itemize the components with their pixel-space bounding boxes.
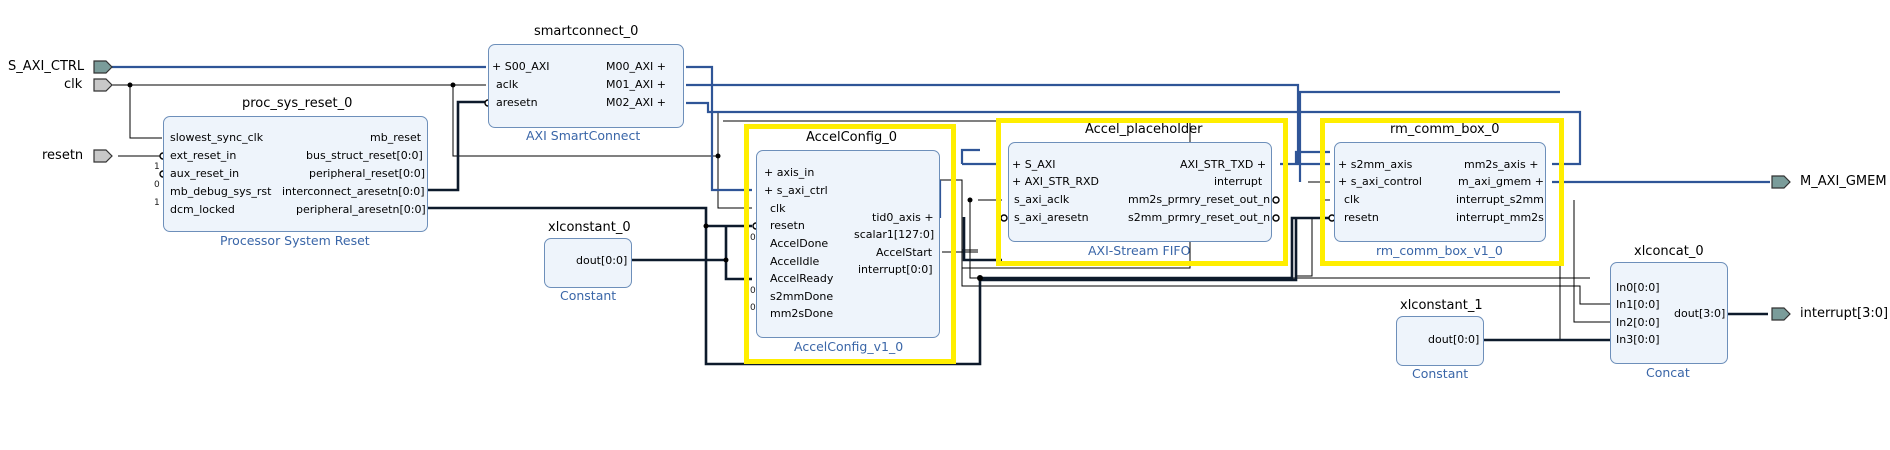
- proc-sys-reset-block[interactable]: [163, 116, 428, 232]
- xlconcat-instance-name: xlconcat_0: [1634, 244, 1704, 259]
- smartconnect-pin-s00-axi[interactable]: + S00_AXI: [492, 60, 550, 73]
- xlconstant0-subtitle: Constant: [560, 288, 617, 303]
- xlconcat-pin-in3[interactable]: In3[0:0]: [1616, 333, 1660, 346]
- accelconfig-pin-resetn[interactable]: resetn: [770, 219, 805, 232]
- accelconfig-subtitle: AccelConfig_v1_0: [794, 339, 904, 354]
- port-arrow-icon: [93, 60, 113, 74]
- rm-comm-box-pin-resetn[interactable]: resetn: [1344, 211, 1379, 224]
- xlconstant1-instance-name: xlconstant_1: [1400, 298, 1483, 313]
- rm-comm-box-pin-interrupt-s2mm[interactable]: interrupt_s2mm: [1456, 193, 1544, 206]
- port-resetn[interactable]: resetn: [42, 148, 84, 163]
- proc-sys-reset-subtitle: Processor System Reset: [220, 233, 370, 248]
- accel-placeholder-pin-interrupt[interactable]: interrupt: [1214, 175, 1263, 188]
- accelconfig-block[interactable]: [756, 150, 940, 338]
- psr-pin-peripheral-aresetn[interactable]: peripheral_aresetn[0:0]: [296, 203, 426, 216]
- rm-comm-box-pin-mm2s-axis[interactable]: mm2s_axis +: [1464, 158, 1539, 171]
- rm-comm-box-pin-interrupt-mm2s[interactable]: interrupt_mm2s: [1456, 211, 1544, 224]
- xlconcat-subtitle: Concat: [1646, 365, 1690, 380]
- xlconstant1-pin-dout[interactable]: dout[0:0]: [1428, 333, 1480, 346]
- accelconfig-pin-clk[interactable]: clk: [770, 202, 786, 215]
- accel-placeholder-pin-axi-str-rxd[interactable]: + AXI_STR_RXD: [1012, 175, 1100, 188]
- smartconnect-pin-aresetn[interactable]: aresetn: [496, 96, 538, 109]
- smartconnect-pin-m02-axi[interactable]: M02_AXI +: [606, 96, 667, 109]
- psr-pin-aux-reset-in[interactable]: aux_reset_in: [170, 167, 240, 180]
- accelconfig-pin-accelidle[interactable]: AccelIdle: [770, 255, 820, 268]
- xlconcat-pin-in2[interactable]: In2[0:0]: [1616, 316, 1660, 329]
- smartconnect-pin-m00-axi[interactable]: M00_AXI +: [606, 60, 667, 73]
- port-clk[interactable]: clk: [64, 77, 83, 92]
- highlight-frame-rm-comm-box: [1320, 118, 1564, 266]
- accel-placeholder-pin-s-axi-aclk[interactable]: s_axi_aclk: [1014, 193, 1070, 206]
- port-s-axi-ctrl[interactable]: S_AXI_CTRL: [8, 59, 85, 74]
- rm-comm-box-instance-name: rm_comm_box_0: [1390, 122, 1500, 137]
- accel-placeholder-pin-axi-str-txd[interactable]: AXI_STR_TXD +: [1180, 158, 1267, 171]
- accelconfig-pin-s-axi-ctrl[interactable]: + s_axi_ctrl: [764, 184, 828, 197]
- accelconfig-pin-mm2sdone[interactable]: mm2sDone: [770, 307, 834, 320]
- psr-pin-interconnect-aresetn[interactable]: interconnect_aresetn[0:0]: [282, 185, 425, 198]
- accelconfig-pin-axis-in[interactable]: + axis_in: [764, 166, 815, 179]
- accel-placeholder-instance-name: Accel_placeholder: [1085, 122, 1203, 137]
- accelconfig-pin-acceldone[interactable]: AccelDone: [770, 237, 829, 250]
- smartconnect-block[interactable]: [488, 44, 684, 128]
- highlight-frame-accelconfig: [744, 124, 956, 364]
- xlconstant0-pin-dout[interactable]: dout[0:0]: [576, 254, 628, 267]
- xlconstant1-block[interactable]: [1396, 316, 1484, 366]
- psr-pin-peripheral-reset[interactable]: peripheral_reset[0:0]: [309, 167, 426, 180]
- xlconstant0-block[interactable]: [544, 238, 632, 288]
- xlconstant1-subtitle: Constant: [1412, 366, 1469, 381]
- accelconfig-const-s2mm: 0: [750, 286, 756, 296]
- smartconnect-subtitle: AXI SmartConnect: [526, 128, 641, 143]
- accelconfig-pin-interrupt[interactable]: interrupt[0:0]: [858, 263, 933, 276]
- accelconfig-pin-accelstart[interactable]: AccelStart: [876, 246, 933, 259]
- accelconfig-const-done: 0: [750, 233, 756, 243]
- accel-placeholder-pin-s-axi-aresetn[interactable]: s_axi_aresetn: [1014, 211, 1089, 224]
- accel-placeholder-pin-s2mm-reset-out[interactable]: s2mm_prmry_reset_out_n: [1128, 211, 1271, 224]
- accelconfig-instance-name: AccelConfig_0: [806, 130, 898, 145]
- accel-placeholder-block[interactable]: [1008, 142, 1272, 242]
- rm-comm-box-block[interactable]: [1334, 142, 1546, 242]
- psr-pin-mb-debug-sys-rst[interactable]: mb_debug_sys_rst: [170, 185, 272, 198]
- xlconcat-pin-dout[interactable]: dout[3:0]: [1674, 307, 1726, 320]
- xlconcat-pin-in0[interactable]: In0[0:0]: [1616, 281, 1660, 294]
- accel-placeholder-subtitle: AXI-Stream FIFO: [1088, 243, 1191, 258]
- port-interrupt[interactable]: interrupt[3:0]: [1800, 306, 1889, 321]
- xlconcat-pin-in1[interactable]: In1[0:0]: [1616, 298, 1660, 311]
- highlight-frame-accel-placeholder: [996, 118, 1288, 266]
- psr-const-debug: 0: [154, 180, 160, 190]
- psr-const-dcm: 1: [154, 198, 160, 208]
- smartconnect-pin-m01-axi[interactable]: M01_AXI +: [606, 78, 667, 91]
- rm-comm-box-subtitle: rm_comm_box_v1_0: [1376, 243, 1503, 258]
- accelconfig-pin-scalar1[interactable]: scalar1[127:0]: [854, 228, 935, 241]
- rm-comm-box-pin-s-axi-control[interactable]: + s_axi_control: [1338, 175, 1422, 188]
- accel-placeholder-pin-s-axi[interactable]: + S_AXI: [1012, 158, 1056, 171]
- port-m-axi-gmem[interactable]: M_AXI_GMEM: [1800, 174, 1887, 189]
- xlconstant0-instance-name: xlconstant_0: [548, 220, 631, 235]
- rm-comm-box-pin-m-axi-gmem[interactable]: m_axi_gmem +: [1458, 175, 1544, 188]
- accel-placeholder-pin-mm2s-reset-out[interactable]: mm2s_prmry_reset_out_n: [1128, 193, 1271, 206]
- proc-sys-reset-instance-name: proc_sys_reset_0: [242, 96, 353, 111]
- psr-pin-dcm-locked[interactable]: dcm_locked: [170, 203, 235, 216]
- psr-pin-bus-struct-reset[interactable]: bus_struct_reset[0:0]: [306, 149, 423, 162]
- rm-comm-box-pin-clk[interactable]: clk: [1344, 193, 1360, 206]
- smartconnect-pin-aclk[interactable]: aclk: [496, 78, 519, 91]
- psr-pin-slowest-sync-clk[interactable]: slowest_sync_clk: [170, 131, 264, 144]
- accelconfig-pin-tid0-axis[interactable]: tid0_axis +: [872, 211, 934, 224]
- psr-const-aux: 1: [154, 162, 160, 172]
- psr-pin-mb-reset[interactable]: mb_reset: [370, 131, 422, 144]
- psr-pin-ext-reset-in[interactable]: ext_reset_in: [170, 149, 237, 162]
- accelconfig-pin-s2mmdone[interactable]: s2mmDone: [770, 290, 834, 303]
- rm-comm-box-pin-s2mm-axis[interactable]: + s2mm_axis: [1338, 158, 1413, 171]
- smartconnect-instance-name: smartconnect_0: [534, 24, 639, 39]
- accelconfig-const-mm2s: 0: [750, 303, 756, 313]
- accelconfig-pin-accelready[interactable]: AccelReady: [770, 272, 834, 285]
- xlconcat-block[interactable]: [1610, 262, 1728, 364]
